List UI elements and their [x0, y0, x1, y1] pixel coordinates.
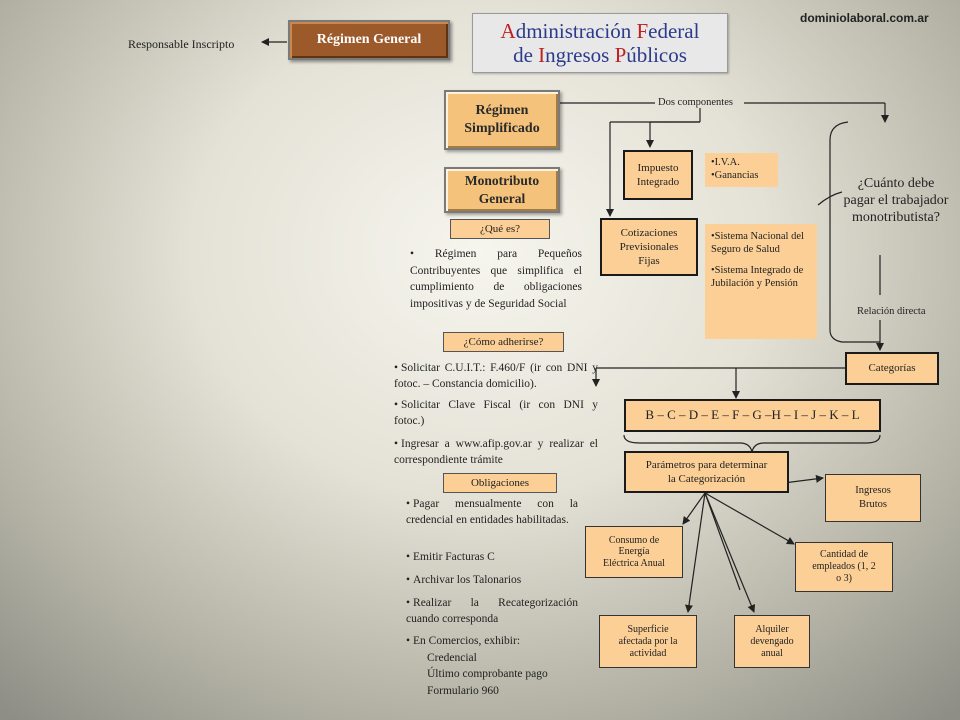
superficie-box: Superficie afectada por la actividad	[599, 615, 697, 668]
categorias-list-box: B – C – D – E – F – G –H – I – J – K – L	[624, 399, 881, 432]
que-es-label-box: ¿Qué es?	[450, 219, 550, 239]
parametros-box: Parámetros para determinar la Categoriza…	[624, 451, 789, 493]
cotizaciones-box: Cotizaciones Previsionales Fijas	[600, 218, 698, 276]
responsable-inscripto-label: Responsable Inscripto	[128, 37, 235, 51]
que-es-description: • Régimen para Pequeños Contribuyentes q…	[410, 248, 582, 311]
obligacion-item: Archivar los Talonarios	[406, 572, 578, 588]
exhibir-item: Formulario 960	[427, 684, 499, 697]
regimen-general-label: Régimen General	[316, 31, 422, 47]
impuesto-integrado-box: Impuesto Integrado	[623, 150, 693, 200]
monotributo-general-box: Monotributo General	[444, 167, 560, 213]
exhibir-list: Credencial Último comprobante pago Formu…	[427, 650, 548, 699]
regimen-general-box: Régimen General	[288, 20, 450, 60]
iva-ganancias-box: •I.V.A. •Ganancias	[705, 153, 778, 187]
cuanto-debe-question: ¿Cuánto debe pagar el trabajador monotri…	[843, 176, 949, 225]
obligacion-item: En Comercios, exhibir:	[406, 633, 578, 649]
site-label: dominiolaboral.com.ar	[800, 11, 929, 25]
dos-componentes-label: Dos componentes	[658, 97, 733, 108]
alquiler-box: Alquiler devengado anual	[734, 615, 810, 668]
relacion-directa-label: Relación directa	[857, 306, 926, 317]
page-title-box: Administración Federal de Ingresos Públi…	[472, 13, 728, 73]
categorias-box: Categorías	[845, 352, 939, 385]
regimen-simplificado-box: Régimen Simplificado	[444, 90, 560, 150]
obligacion-item: Pagar mensualmente con la credencial en …	[406, 496, 578, 529]
consumo-energia-box: Consumo de Energía Eléctrica Anual	[585, 526, 683, 578]
seguridad-social-box: •Sistema Nacional del Seguro de Salud •S…	[705, 224, 817, 339]
adherirse-item: Solicitar Clave Fiscal (ir con DNI y fot…	[394, 397, 598, 430]
adherirse-item: Solicitar C.U.I.T.: F.460/F (ir con DNI …	[394, 360, 598, 393]
exhibir-item: Credencial	[427, 652, 477, 664]
ingresos-brutos-box: Ingresos Brutos	[825, 474, 921, 522]
page-title: Administración Federal de Ingresos Públi…	[500, 18, 700, 67]
adherirse-item: Ingresar a www.afip.gov.ar y realizar el…	[394, 436, 598, 469]
obligacion-item: Emitir Facturas C	[406, 549, 578, 565]
cantidad-empleados-box: Cantidad de empleados (1, 2 o 3)	[795, 542, 893, 592]
obligaciones-label-box: Obligaciones	[443, 473, 557, 493]
obligacion-item: Realizar la Recategorización cuando corr…	[406, 595, 578, 628]
como-adherirse-label-box: ¿Cómo adherirse?	[443, 332, 564, 352]
exhibir-item: Último comprobante pago	[427, 668, 548, 681]
